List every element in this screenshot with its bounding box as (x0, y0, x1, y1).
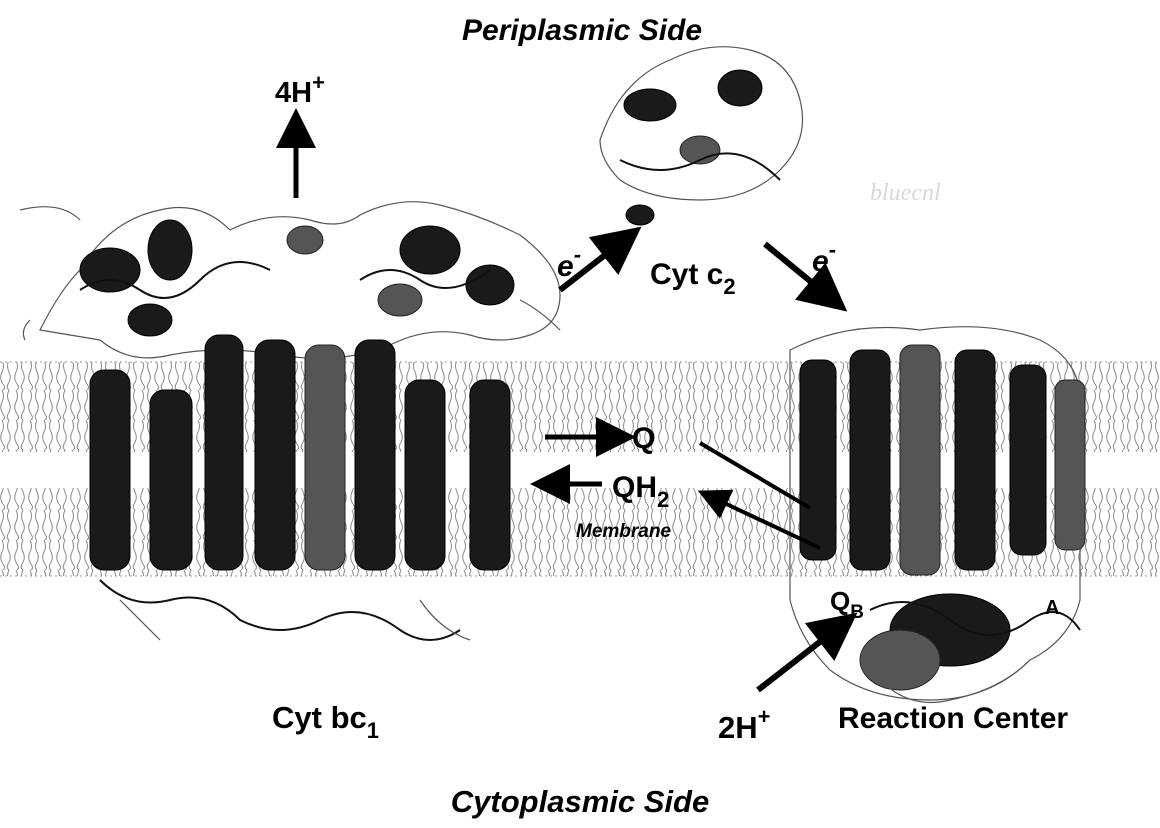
cyt-c2-structure (600, 47, 803, 225)
reaction-center-label: Reaction Center (838, 702, 1068, 735)
cyt-bc1-sub: 1 (367, 718, 379, 743)
cyt-c2-text: Cyt c (650, 258, 723, 291)
proton-bottom-sup: + (758, 704, 771, 729)
electron-right-label: e- (812, 237, 836, 278)
quinone-label: Q (632, 422, 655, 455)
proton-top-text: 4H (275, 77, 312, 109)
proton-top-label: 4H+ (275, 70, 325, 109)
quinol-sub: 2 (657, 487, 669, 512)
qb-sub: B (850, 602, 864, 623)
reaction-center-structure (790, 327, 1085, 703)
qa-label: A (1045, 597, 1059, 619)
arrow-proton-in (758, 620, 848, 690)
cytoplasmic-side-label: Cytoplasmic Side (451, 784, 709, 819)
cyt-bc1-text: Cyt bc (272, 700, 367, 735)
quinol-text: QH (612, 471, 657, 504)
electron-right-sup: - (829, 237, 836, 262)
electron-left-text: e (557, 250, 574, 283)
faint-pigment-label: bluecnl (870, 180, 941, 206)
proton-top-sup: + (312, 70, 325, 95)
cyt-c2-sub: 2 (723, 274, 735, 299)
electron-right-text: e (812, 245, 829, 278)
proton-bottom-label: 2H+ (718, 704, 771, 745)
cyt-bc1-label: Cyt bc1 (272, 700, 379, 743)
proton-bottom-text: 2H (718, 710, 758, 745)
qb-label: QB (830, 586, 864, 623)
periplasmic-side-label: Periplasmic Side (462, 14, 702, 47)
qb-text: Q (830, 586, 850, 616)
cyt-c2-label: Cyt c2 (650, 258, 736, 299)
membrane-label: Membrane (576, 521, 671, 542)
electron-left-sup: - (574, 242, 581, 267)
